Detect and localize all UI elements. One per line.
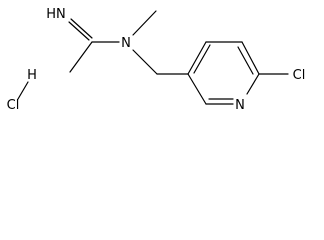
bond-n-ch2 <box>132 49 158 75</box>
bond-ring-c2-c3 <box>187 73 207 105</box>
bond-ring-c5-c6 <box>241 41 260 75</box>
ring-chlorine-label: Cl <box>293 68 306 83</box>
hcl-hydrogen-label: H <box>27 68 37 83</box>
bond-ring-c6-n1 <box>246 73 260 95</box>
bond-ring-c3-c4 <box>187 41 207 75</box>
pyridine-n-label: N <box>235 98 245 113</box>
bond-imine-double-a <box>70 18 93 39</box>
hcl-chlorine-label: Cl <box>7 98 20 113</box>
bond-amidine-methyl <box>69 41 93 73</box>
bond-imine-double-b <box>68 21 90 41</box>
amine-n-label: N <box>121 36 131 51</box>
structure-canvas: HN N N Cl H Cl <box>7 7 306 113</box>
bond-ring-c3-c4-inner <box>193 44 211 74</box>
atom-labels: HN N N Cl H Cl <box>7 7 306 113</box>
bonds <box>17 10 289 105</box>
imine-nh-label: HN <box>46 7 66 22</box>
bond-h-cl <box>17 81 29 100</box>
molecule-structure: HN N N Cl H Cl <box>7 7 306 113</box>
bond-n-methyl <box>132 10 157 36</box>
bond-ring-c5-c6-inner <box>237 46 254 75</box>
